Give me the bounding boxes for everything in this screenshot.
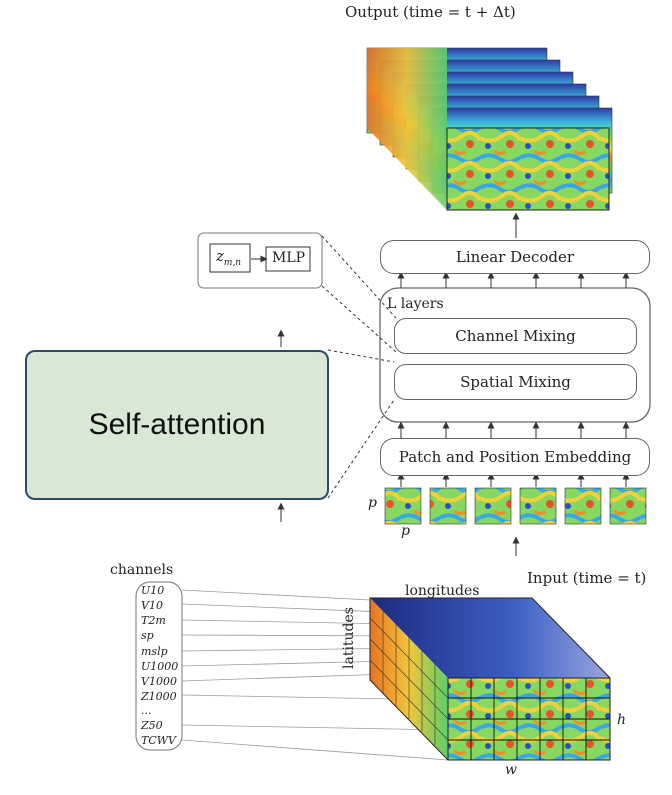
p-label-left: p [368,495,377,511]
arrows-layers-to-decoder [397,271,630,288]
z-box [209,243,251,273]
arrows-embedding-to-layers [397,421,630,438]
z-letter: z [216,247,224,265]
channel-item: U1000 [141,660,179,673]
channel-item: sp [141,629,154,642]
longitudes-label: longitudes [405,583,480,599]
mlp-box [265,246,311,272]
channel-item: U10 [141,584,165,597]
self-attention-box: Self-attention [25,350,329,500]
channel-item: Z50 [141,719,163,732]
z-label: zm,n [216,247,241,268]
channel-item: V1000 [141,675,177,688]
w-label: w [505,762,517,778]
arrows-patches-to-embedding [397,472,630,487]
dashed-connectors [321,235,397,499]
input-patches [384,487,647,525]
channels-title: channels [110,562,174,578]
channel-item: V10 [141,599,163,612]
channel-item: ... [141,704,152,717]
h-label: h [617,712,627,728]
channel-mixing-box: Channel Mixing [394,318,637,354]
channel-item: mslp [141,645,168,658]
input-label: Input (time = t) [527,569,647,587]
output-stack [366,47,613,211]
l-layers-label: L layers [387,296,444,312]
p-label-bottom: p [401,523,410,539]
input-cube [369,597,611,761]
channel-item: TCWV [141,734,177,747]
z-subscript: m,n [223,258,242,268]
latitudes-label: latitudes [341,606,358,670]
spatial-mixing-box: Spatial Mixing [394,364,637,400]
channel-item: T2m [141,614,166,627]
patch-embedding-box: Patch and Position Embedding [380,438,650,476]
output-label: Output (time = t + Δt) [345,3,516,21]
linear-decoder-box: Linear Decoder [380,240,650,274]
channel-item: Z1000 [141,690,177,703]
mlp-label: MLP [272,250,306,266]
